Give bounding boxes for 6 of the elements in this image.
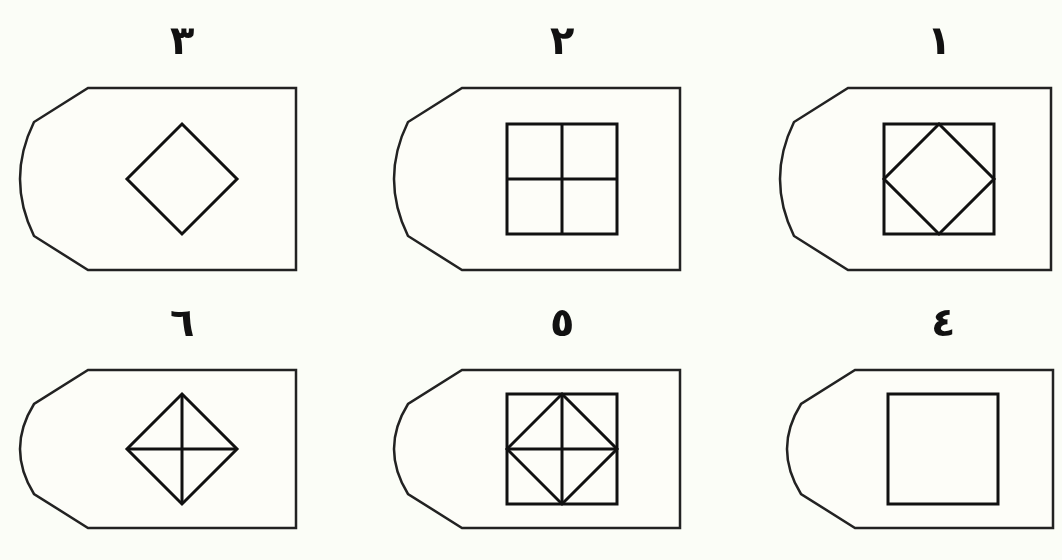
figure-number: ٢ xyxy=(550,20,575,60)
figure-number: ٣ xyxy=(170,20,195,60)
figure-number: ٤ xyxy=(931,302,956,342)
figure-number: ٦ xyxy=(170,302,195,342)
figure-number: ١ xyxy=(927,20,952,60)
figure-number: ٥ xyxy=(550,302,575,342)
